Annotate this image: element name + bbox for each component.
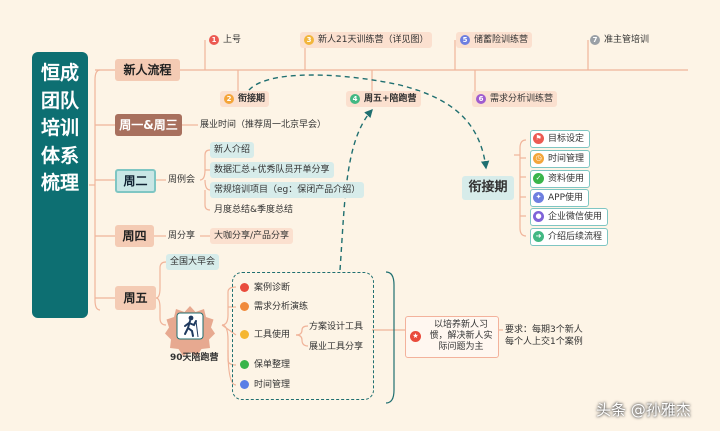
arrow-right-icon: ➜	[533, 231, 544, 242]
camp-item-2-dot	[240, 302, 249, 311]
hiker-icon	[176, 312, 204, 340]
camp-item-4-label: 保单整理	[254, 360, 291, 370]
camp-item-4: 保单整理	[240, 357, 290, 373]
step-2-label: 衔接期	[238, 94, 266, 104]
app-icon: ✦	[533, 192, 544, 203]
transition-item-3-label: 资料使用	[548, 174, 585, 184]
step-7-number: 7	[590, 34, 600, 45]
camp-item-1: 案例诊断	[240, 280, 290, 296]
transition-item-3: ✓ 资料使用	[530, 170, 591, 188]
step-1: 1 上号	[205, 32, 245, 48]
transition-badge: 衔接期	[462, 176, 514, 200]
transition-item-2: ◷ 时间管理	[530, 150, 591, 168]
tue-label: 周例会	[168, 175, 196, 185]
transition-item-1-label: 目标设定	[548, 134, 585, 144]
camp-item-3-label: 工具使用	[254, 330, 291, 340]
tool-1: 方案设计工具	[309, 322, 364, 332]
step-4: 4 周五+陪跑营	[346, 91, 421, 107]
transition-item-2-label: 时间管理	[548, 154, 585, 164]
mon-wed-label: 展业时间（推荐周一北京早会）	[200, 120, 327, 130]
tue-item-2: 数据汇总+优秀队员开单分享	[210, 162, 334, 178]
transition-item-4: ✦ APP使用	[530, 189, 590, 207]
step-6-label: 需求分析训练营	[490, 94, 554, 104]
week-thu: 周四	[115, 225, 154, 247]
step-3: 3 新人21天训练营（详见图）	[300, 32, 433, 48]
step-6-number: 6	[476, 93, 486, 104]
step-7-label: 准主管培训	[604, 35, 650, 45]
transition-item-6-label: 介绍后续流程	[548, 232, 603, 242]
camp-label: 90天陪跑营	[170, 353, 219, 363]
transition-item-5-label: 企业微信使用	[548, 212, 603, 222]
clock-icon: ◷	[533, 153, 544, 164]
step-1-label: 上号	[223, 35, 242, 45]
step-5: 5 储蓄险训练营	[456, 32, 533, 48]
camp-items-box	[232, 272, 374, 400]
step-4-label: 周五+陪跑营	[364, 94, 417, 104]
tue-item-3: 常规培训项目（eg：保闭产品介绍）	[210, 182, 365, 198]
week-newcomer: 新人流程	[115, 59, 180, 81]
watermark: 头条 @孙雅杰	[596, 401, 691, 419]
tue-item-1: 新人介绍	[210, 142, 255, 158]
star-icon: ★	[410, 331, 421, 342]
transition-item-6: ➜ 介绍后续流程	[530, 228, 609, 246]
goal-text: 以培养新人习惯，解决新人实际问题为主	[429, 320, 493, 352]
transition-item-5: ● 企业微信使用	[530, 208, 609, 226]
camp-item-3-dot	[240, 330, 249, 339]
step-7: 7 准主管培训	[586, 32, 653, 48]
camp-item-1-label: 案例诊断	[254, 283, 291, 293]
goal-box: ★ 以培养新人习惯，解决新人实际问题为主	[405, 316, 499, 358]
fri-morning: 全国大早会	[166, 254, 220, 270]
camp-item-5: 时间管理	[240, 377, 290, 393]
step-5-label: 储蓄险训练营	[474, 35, 529, 45]
week-fri: 周五	[115, 286, 156, 310]
camp-item-5-dot	[240, 380, 249, 389]
flag-icon: ⚑	[533, 133, 544, 144]
step-3-number: 3	[304, 34, 314, 45]
camp-item-1-dot	[240, 283, 249, 292]
step-2-number: 2	[224, 93, 234, 104]
thu-item-1: 大咖分享/产品分享	[210, 228, 294, 244]
step-1-number: 1	[209, 34, 219, 45]
check-icon: ✓	[533, 173, 544, 184]
requirement-line-1: 要求：每期3个新人	[505, 325, 583, 335]
week-tue: 周二	[115, 169, 156, 193]
transition-item-4-label: APP使用	[548, 193, 584, 203]
camp-item-3: 工具使用	[240, 327, 290, 343]
step-6: 6 需求分析训练营	[472, 91, 558, 107]
camp-item-4-dot	[240, 360, 249, 369]
camp-item-2-label: 需求分析演练	[254, 302, 309, 312]
thu-label: 周分享	[168, 231, 196, 241]
title-panel: 恒成团队培训体系梳理	[32, 52, 88, 318]
step-4-number: 4	[350, 93, 360, 104]
tool-2: 展业工具分享	[309, 342, 364, 352]
camp-item-5-label: 时间管理	[254, 380, 291, 390]
week-mon-wed: 周一&周三	[115, 114, 182, 136]
page-title: 恒成团队培训体系梳理	[40, 62, 79, 194]
step-2: 2 衔接期	[220, 91, 270, 107]
step-5-number: 5	[460, 34, 470, 45]
requirement-line-2: 每个人上交1个案例	[505, 337, 583, 347]
tue-item-4: 月度总结&季度总结	[214, 205, 294, 215]
camp-item-2: 需求分析演练	[240, 299, 308, 315]
step-3-label: 新人21天训练营（详见图）	[318, 35, 429, 45]
transition-item-1: ⚑ 目标设定	[530, 130, 591, 148]
person-icon: ●	[533, 211, 544, 222]
